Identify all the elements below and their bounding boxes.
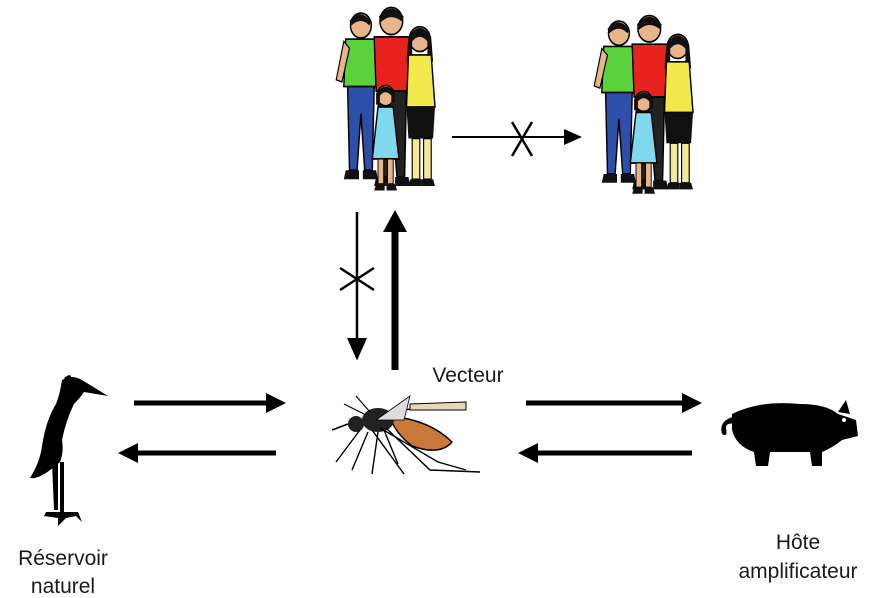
reservoir-label-line1: Réservoir — [18, 547, 108, 570]
family-group-icon — [335, 6, 436, 192]
mosquito-icon — [331, 395, 481, 475]
host-label-line2: amplificateur — [738, 560, 857, 583]
family-group-secondary-icon — [593, 14, 694, 195]
reservoir-label-line2: naturel — [31, 575, 95, 598]
reservoir-to-vector-arrow — [134, 393, 286, 413]
vector-to-reservoir-arrow — [118, 443, 276, 463]
pig-icon — [721, 400, 858, 466]
vector-label: Vecteur — [432, 364, 503, 387]
host-label-line1: Hôte — [776, 531, 820, 554]
human-to-human-blocked-arrow — [452, 121, 582, 157]
vector-to-human-arrow — [383, 210, 407, 370]
host-to-vector-arrow — [518, 443, 692, 463]
heron-bird-icon — [30, 375, 108, 526]
vector-to-host-arrow — [526, 393, 702, 413]
human-to-vector-blocked-arrow — [339, 212, 375, 361]
